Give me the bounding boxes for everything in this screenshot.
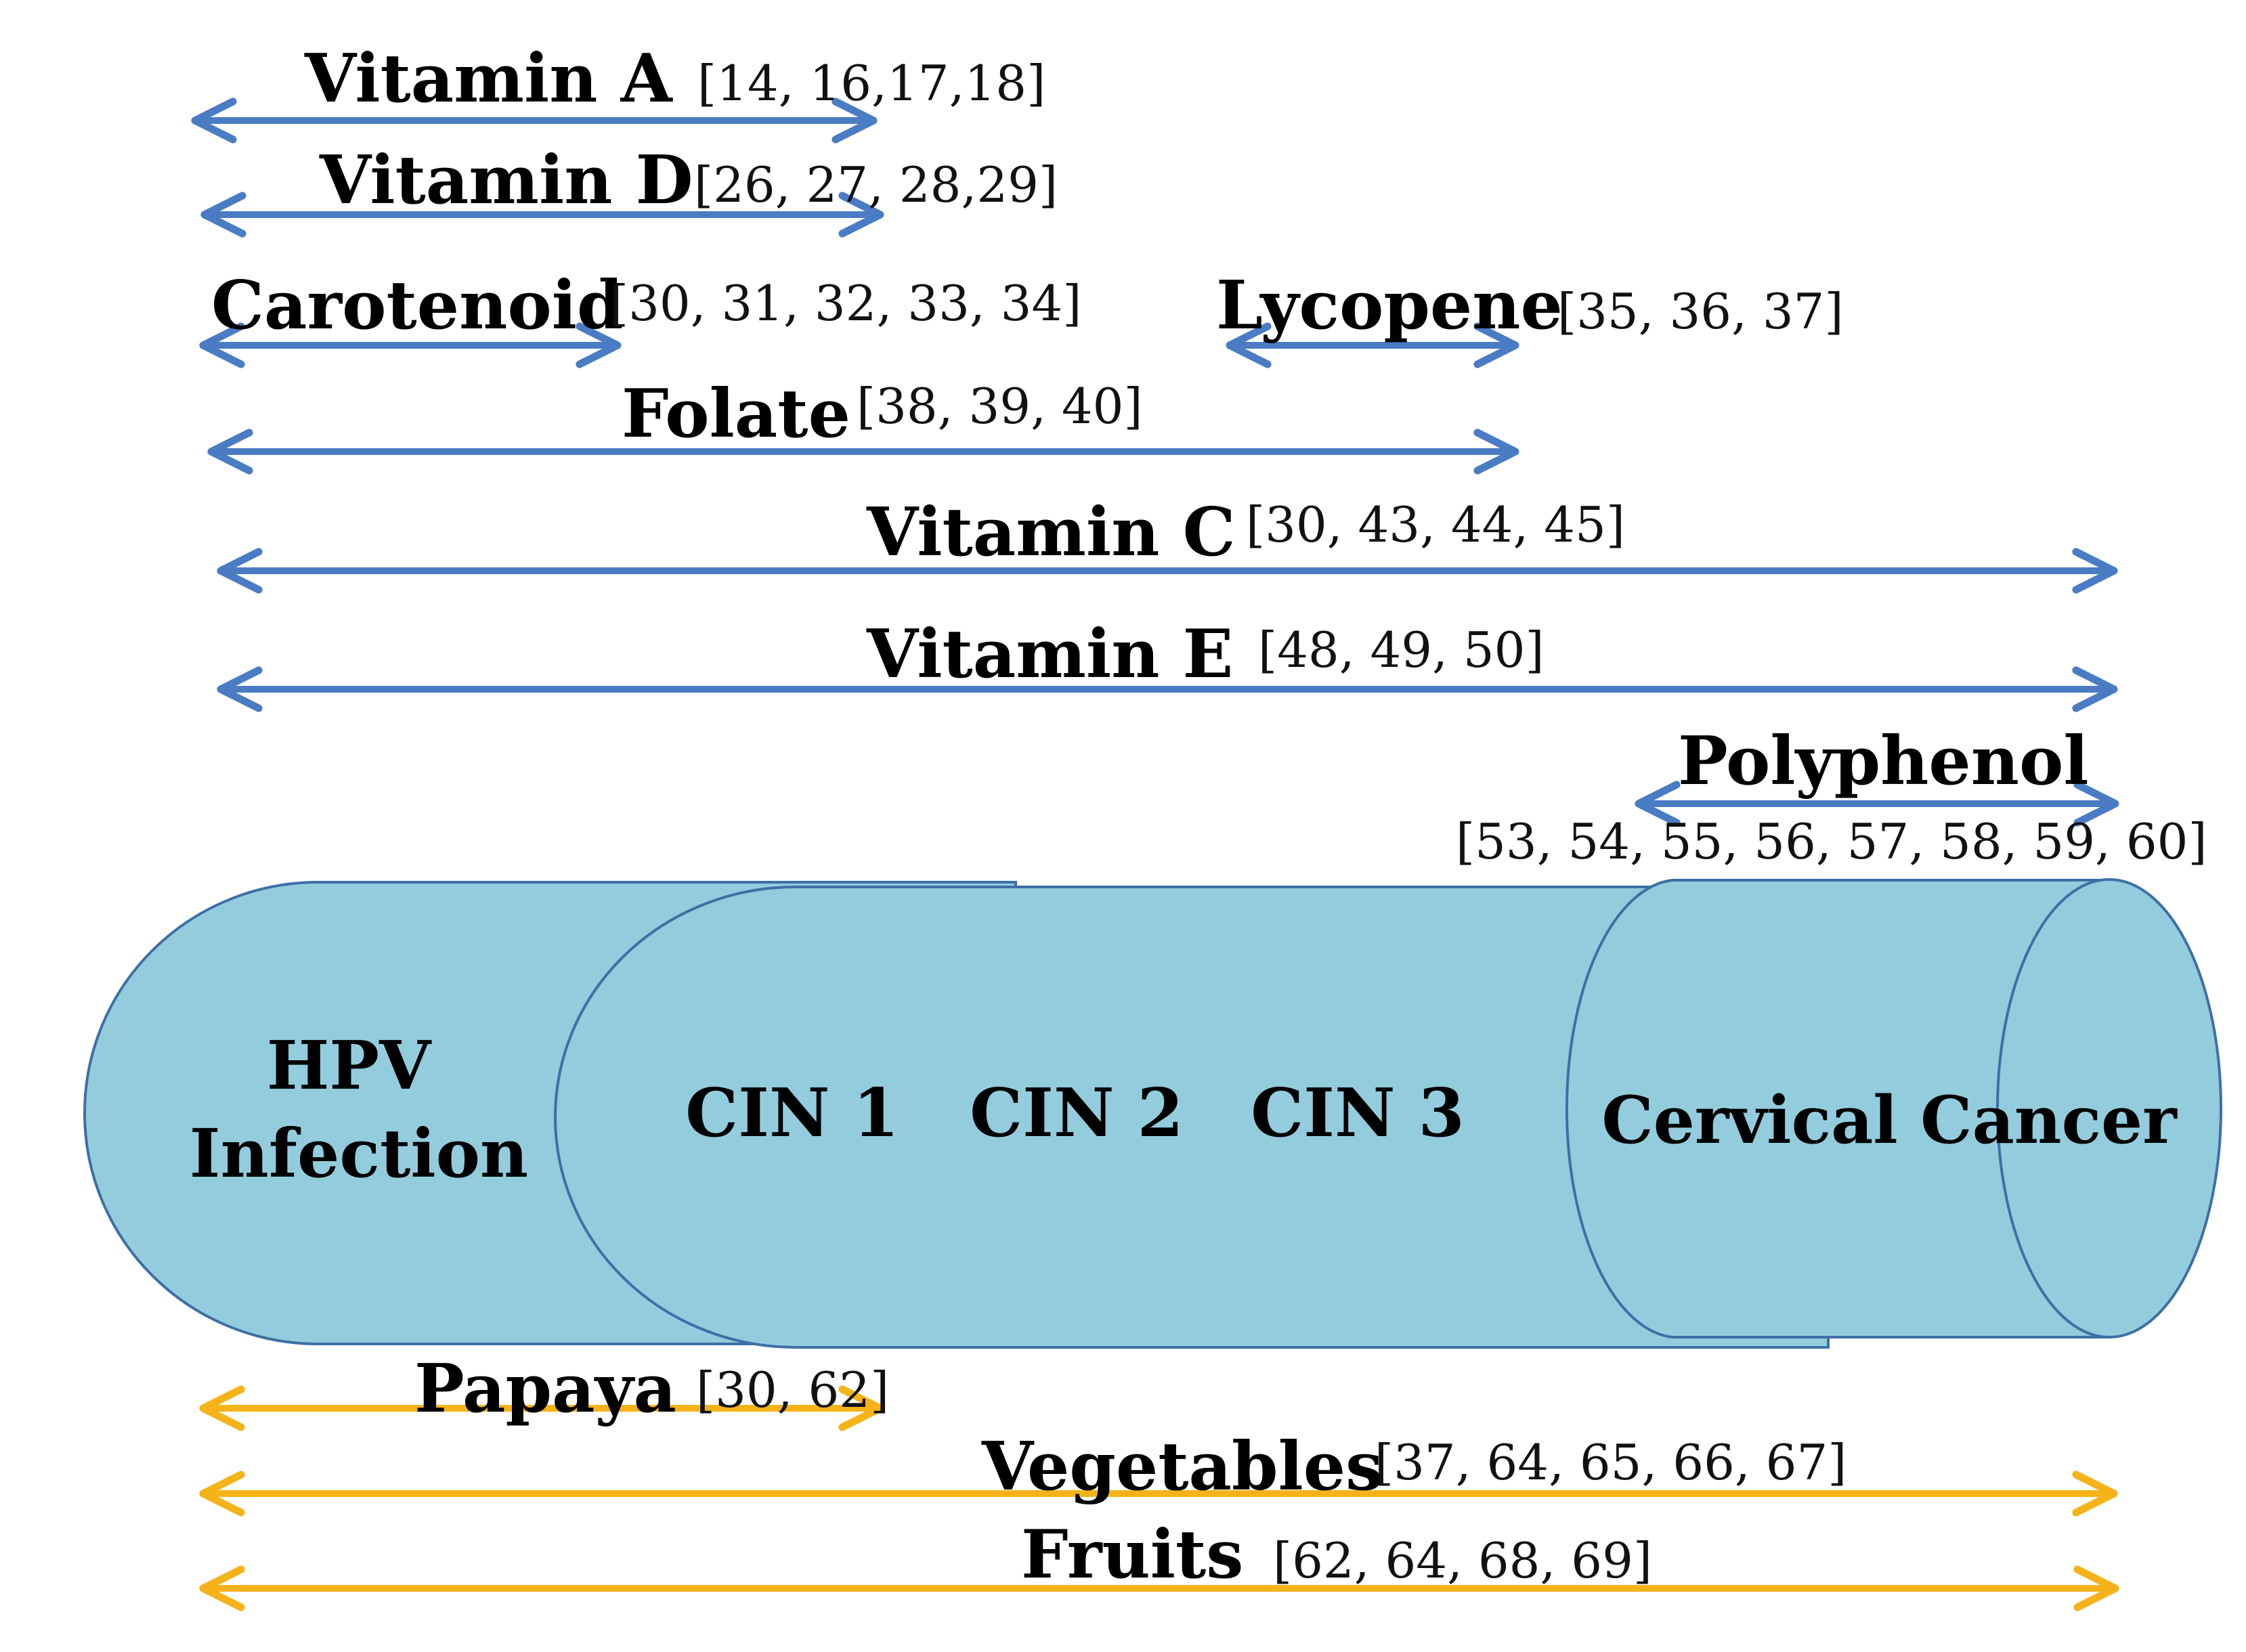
fruits-refs: [62, 64, 68, 69] xyxy=(1273,1532,1652,1589)
vegetables-refs: [37, 64, 65, 66, 67] xyxy=(1375,1434,1847,1491)
carotenoid-label: Carotenoid xyxy=(211,267,623,345)
polyphenol-label: Polyphenol xyxy=(1678,722,2089,800)
progression-tube: HPV Infection CIN 1 CIN 2 CIN 3 Cervical… xyxy=(83,878,2222,1349)
papaya-label: Papaya xyxy=(414,1350,676,1428)
fruits-label: Fruits xyxy=(1021,1516,1243,1594)
vitamin-c-refs: [30, 43, 44, 45] xyxy=(1246,496,1625,553)
vegetables-label: Vegetables xyxy=(981,1428,1383,1506)
lycopene-refs: [35, 36, 37] xyxy=(1557,283,1844,340)
hpv-label-line1: HPV xyxy=(267,1027,432,1105)
vitamin-c-label: Vitamin C xyxy=(866,494,1236,571)
vitamin-d-label: Vitamin D xyxy=(319,142,693,219)
folate-label: Folate xyxy=(622,375,850,453)
vitamin-d-refs: [26, 27, 28,29] xyxy=(694,156,1058,213)
vitamin-a-label: Vitamin A xyxy=(304,40,674,118)
polyphenol-refs: [53, 54, 55, 56, 57, 58, 59, 60] xyxy=(1456,813,2207,870)
cancer-cylinder-body xyxy=(1565,879,2111,1339)
cervical-cancer-label: Cervical Cancer xyxy=(1601,1082,2178,1158)
food-labels: Papaya [30, 62] Vegetables [37, 64, 65, … xyxy=(414,1350,1847,1594)
vitamin-e-refs: [48, 49, 50] xyxy=(1258,622,1545,678)
carotenoid-refs: [30, 31, 32, 33, 34] xyxy=(609,275,1081,332)
vitamin-e-label: Vitamin E xyxy=(866,615,1233,693)
vitamin-a-refs: [14, 16,17,18] xyxy=(697,55,1045,112)
nutrient-arrows xyxy=(191,97,2119,827)
lycopene-label: Lycopene xyxy=(1216,267,1563,345)
folate-refs: [38, 39, 40] xyxy=(857,378,1143,435)
nutrient-labels: Vitamin A [14, 16,17,18] Vitamin D [26, … xyxy=(211,40,2207,870)
cin-segment xyxy=(554,886,1830,1349)
cin1-label: CIN 1 xyxy=(685,1074,899,1152)
food-arrows xyxy=(199,1385,2119,1611)
papaya-refs: [30, 62] xyxy=(696,1362,889,1418)
cancer-cylinder-cap xyxy=(1996,878,2222,1339)
cin2-label: CIN 2 xyxy=(970,1074,1184,1152)
cin3-label: CIN 3 xyxy=(1251,1074,1465,1152)
hpv-label-line2: Infection xyxy=(190,1115,528,1193)
